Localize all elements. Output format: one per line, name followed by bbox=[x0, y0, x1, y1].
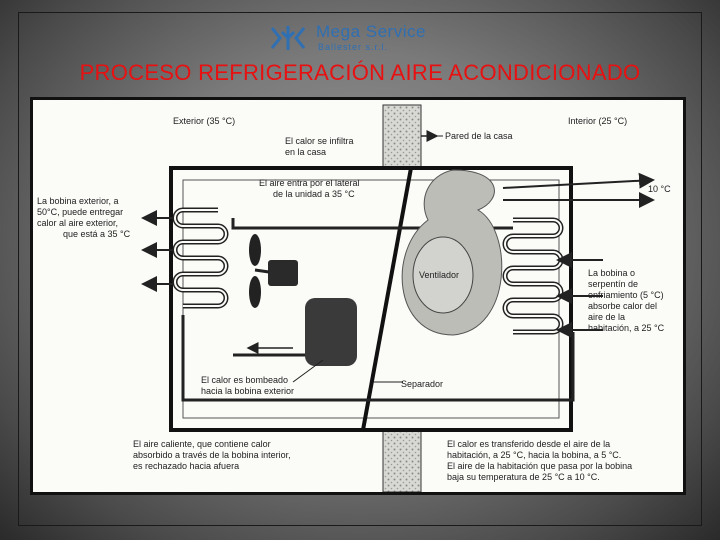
house-wall-top bbox=[382, 104, 422, 168]
fan-motor bbox=[268, 260, 298, 286]
logo-subtitle: Ballester s.r.l. bbox=[318, 42, 389, 52]
calor-bombeado-label: El calor es bombeado hacia la bobina ext… bbox=[201, 375, 294, 396]
separator-line bbox=[361, 167, 413, 431]
aire-entra-label: El aire entra por el lateral de la unida… bbox=[259, 178, 362, 199]
bobina-interior-label: La bobina o serpentín de enfriamiento (5… bbox=[588, 268, 666, 333]
calor-transferido-label: El calor es transferido desde el aire de… bbox=[447, 439, 635, 482]
exterior-coil-inner bbox=[174, 209, 227, 307]
refrigerant-pipe-bottom bbox=[181, 315, 575, 402]
house-wall-bottom bbox=[382, 429, 422, 492]
fan-blade-top bbox=[249, 234, 261, 266]
page-title: PROCESO REFRIGERACIÓN AIRE ACONDICIONADO bbox=[79, 60, 641, 85]
interior-coil-inner bbox=[504, 219, 562, 333]
aire-caliente-label: El aire caliente, que contiene calor abs… bbox=[133, 439, 293, 471]
slide-frame bbox=[18, 12, 702, 526]
logo-mark-icon bbox=[270, 26, 306, 50]
company-logo: Mega Service Ballester s.r.l. bbox=[270, 22, 460, 56]
calor-infiltra-label: El calor se infiltra en la casa bbox=[285, 136, 356, 157]
interior-label: Interior (25 °C) bbox=[568, 116, 627, 126]
separador-label: Separador bbox=[401, 379, 443, 389]
diagram-panel: Ventilador Exterior (35 °C) Interior (25… bbox=[30, 97, 686, 495]
bobina-exterior-label: La bobina exterior, a 50°C, puede entreg… bbox=[37, 196, 131, 239]
arrow-10c bbox=[502, 172, 655, 189]
exterior-label: Exterior (35 °C) bbox=[173, 116, 235, 126]
compressor bbox=[305, 298, 357, 366]
blower-wheel bbox=[412, 236, 474, 314]
fan-shaft bbox=[254, 268, 270, 274]
fan-blade-bottom bbox=[249, 276, 261, 308]
leader-bombeado bbox=[292, 359, 324, 383]
ventilador-label: Ventilador bbox=[419, 270, 459, 280]
refrigeration-diagram: Ventilador Exterior (35 °C) Interior (25… bbox=[37, 104, 671, 492]
pared-label: Pared de la casa bbox=[445, 131, 513, 141]
logo-name: Mega Service bbox=[316, 22, 426, 41]
temp-10-label: 10 °C bbox=[648, 184, 671, 194]
